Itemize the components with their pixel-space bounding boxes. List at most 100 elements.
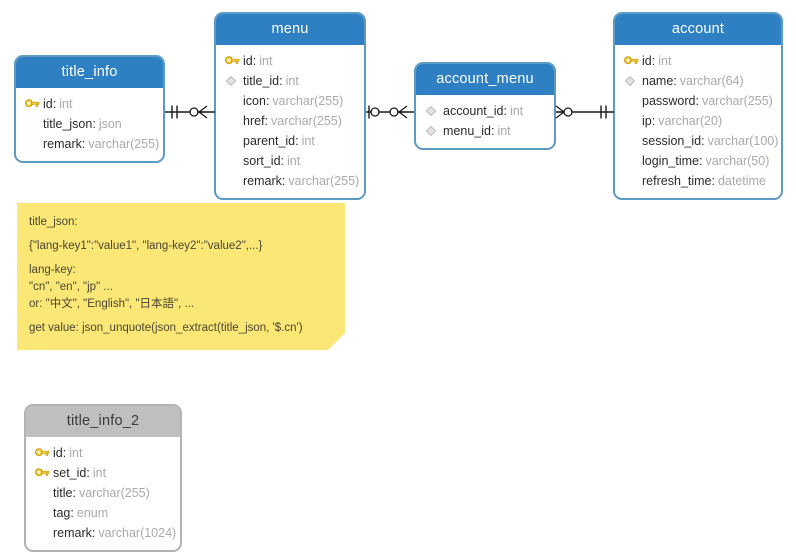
field-type: varchar(255) bbox=[88, 137, 160, 151]
note-line: title_json: bbox=[29, 216, 78, 228]
field-colon: : bbox=[651, 54, 656, 68]
field-row[interactable]: title_id: int bbox=[216, 71, 364, 91]
field-row[interactable]: id: int bbox=[16, 94, 163, 114]
field-type: int bbox=[285, 74, 299, 88]
primary-key-icon bbox=[35, 446, 52, 460]
note-title-json[interactable]: title_json: {"lang-key1":"value1", "lang… bbox=[17, 203, 345, 350]
no-icon bbox=[225, 114, 242, 128]
field-row[interactable]: icon: varchar(255) bbox=[216, 91, 364, 111]
field-row[interactable]: account_id: int bbox=[416, 101, 554, 121]
no-icon bbox=[35, 486, 52, 500]
field-name: id bbox=[43, 97, 53, 111]
field-colon: : bbox=[91, 526, 96, 540]
field-type: varchar(100) bbox=[707, 134, 779, 148]
no-icon bbox=[25, 117, 42, 131]
field-row[interactable]: title: varchar(255) bbox=[26, 483, 180, 503]
no-icon bbox=[624, 154, 641, 168]
field-row[interactable]: refresh_time: datetime bbox=[615, 171, 781, 191]
field-name: remark bbox=[43, 137, 82, 151]
field-type: varchar(255) bbox=[701, 94, 773, 108]
field-type: int bbox=[59, 97, 73, 111]
field-name: password bbox=[642, 94, 696, 108]
foreign-key-diamond-icon bbox=[624, 74, 641, 88]
field-name: title_id bbox=[243, 74, 280, 88]
entity-account[interactable]: account id: int name: varchar(64) passwo… bbox=[613, 12, 783, 200]
relationship-menu-account-menu[interactable] bbox=[366, 100, 414, 124]
entity-title-info[interactable]: title_info id: int title_json: json rema… bbox=[14, 55, 165, 163]
field-row[interactable]: tag: enum bbox=[26, 503, 180, 523]
field-name: ip bbox=[642, 114, 652, 128]
field-row[interactable]: password: varchar(255) bbox=[615, 91, 781, 111]
primary-key-icon bbox=[624, 54, 641, 68]
field-name: sort_id bbox=[243, 154, 281, 168]
field-row[interactable]: session_id: varchar(100) bbox=[615, 131, 781, 151]
field-colon: : bbox=[673, 74, 677, 88]
no-icon bbox=[225, 174, 242, 188]
field-name: icon bbox=[243, 94, 266, 108]
foreign-key-diamond-icon bbox=[425, 104, 442, 118]
note-line: get value: json_unquote(json_extract(tit… bbox=[29, 322, 303, 334]
note-line: "cn", "en", "jp" ... bbox=[29, 281, 113, 293]
no-icon bbox=[624, 114, 641, 128]
field-type: int bbox=[301, 134, 315, 148]
entity-menu[interactable]: menu id: int title_id: int icon: varchar… bbox=[214, 12, 366, 200]
entity-account-menu[interactable]: account_menu account_id: int menu_id: in… bbox=[414, 62, 556, 150]
relationship-title-info-menu[interactable] bbox=[165, 100, 215, 124]
field-colon: : bbox=[295, 134, 299, 148]
field-row[interactable]: id: int bbox=[615, 51, 781, 71]
field-row[interactable]: remark: varchar(1024) bbox=[26, 523, 180, 543]
field-colon: : bbox=[264, 114, 269, 128]
field-row[interactable]: id: int bbox=[26, 443, 180, 463]
no-icon bbox=[35, 506, 52, 520]
no-icon bbox=[225, 134, 242, 148]
field-name: name bbox=[642, 74, 674, 88]
field-name: id bbox=[53, 446, 63, 460]
entity-title-info-fields: id: int title_json: json remark: varchar… bbox=[16, 88, 163, 161]
field-row[interactable]: login_time: varchar(50) bbox=[615, 151, 781, 171]
entity-title-info-header: title_info bbox=[16, 57, 163, 88]
field-type: varchar(255) bbox=[271, 114, 342, 128]
field-colon: : bbox=[70, 506, 74, 520]
no-icon bbox=[624, 174, 641, 188]
entity-title-info-2-header: title_info_2 bbox=[26, 406, 180, 437]
field-row[interactable]: sort_id: int bbox=[216, 151, 364, 171]
field-colon: : bbox=[72, 486, 76, 500]
field-colon: : bbox=[52, 97, 57, 111]
field-colon: : bbox=[265, 94, 270, 108]
primary-key-icon bbox=[225, 54, 242, 68]
field-type: json bbox=[98, 117, 122, 131]
foreign-key-diamond-icon bbox=[225, 74, 242, 88]
field-row[interactable]: remark: varchar(255) bbox=[216, 171, 364, 191]
entity-account-menu-fields: account_id: int menu_id: int bbox=[416, 95, 554, 148]
field-colon: : bbox=[711, 174, 715, 188]
field-row[interactable]: parent_id: int bbox=[216, 131, 364, 151]
field-row[interactable]: name: varchar(64) bbox=[615, 71, 781, 91]
field-type: int bbox=[658, 54, 672, 68]
entity-menu-fields: id: int title_id: int icon: varchar(255)… bbox=[216, 45, 364, 198]
primary-key-icon bbox=[35, 466, 52, 480]
field-row[interactable]: menu_id: int bbox=[416, 121, 554, 141]
field-type: enum bbox=[76, 506, 109, 520]
field-type: datetime bbox=[717, 174, 766, 188]
field-name: menu_id bbox=[443, 124, 491, 138]
field-colon: : bbox=[701, 134, 705, 148]
field-row[interactable]: set_id: int bbox=[26, 463, 180, 483]
field-row[interactable]: title_json: json bbox=[16, 114, 163, 134]
field-type: varchar(50) bbox=[705, 154, 770, 168]
field-name: remark bbox=[53, 526, 92, 540]
field-row[interactable]: ip: varchar(20) bbox=[615, 111, 781, 131]
field-row[interactable]: href: varchar(255) bbox=[216, 111, 364, 131]
field-colon: : bbox=[252, 54, 257, 68]
field-type: int bbox=[287, 154, 301, 168]
relationship-account-menu-account[interactable] bbox=[555, 100, 614, 124]
field-row[interactable]: remark: varchar(255) bbox=[16, 134, 163, 154]
field-colon: : bbox=[651, 114, 656, 128]
field-colon: : bbox=[92, 117, 96, 131]
field-name: parent_id bbox=[243, 134, 296, 148]
note-line: {"lang-key1":"value1", "lang-key2":"valu… bbox=[29, 240, 263, 252]
entity-title-info-2[interactable]: title_info_2 id: int set_id: int title: … bbox=[24, 404, 182, 552]
field-type: varchar(64) bbox=[679, 74, 744, 88]
field-name: account_id bbox=[443, 104, 504, 118]
entity-account-fields: id: int name: varchar(64) password: varc… bbox=[615, 45, 781, 198]
field-row[interactable]: id: int bbox=[216, 51, 364, 71]
